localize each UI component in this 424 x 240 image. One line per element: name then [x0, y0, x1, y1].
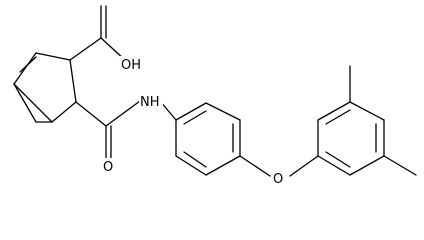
phenyl-inner-bond-1 — [183, 110, 207, 125]
phenylene-ring — [175, 102, 241, 176]
ring-bond-6 — [13, 83, 37, 123]
structure-diagram: OH NH O O — [13, 5, 417, 187]
amide-nitrogen-bond — [105, 100, 141, 127]
carboxylic-acid-group — [69, 5, 126, 61]
aryl-bond-6 — [317, 155, 351, 176]
amide-bond — [75, 101, 107, 127]
amide-nitrogen-label-bg — [139, 92, 163, 108]
ring-bond-1 — [35, 52, 71, 61]
acid-bond — [69, 37, 102, 61]
ether-bond-2 — [289, 155, 319, 177]
dimethylphenyl-ring — [317, 101, 385, 176]
methyl-bond-right — [383, 155, 417, 176]
hydroxyl-label-bg — [120, 56, 144, 72]
ether-oxygen-label-bg — [272, 170, 286, 186]
ring-bond-4 — [13, 83, 53, 123]
ring-double-bond — [19, 56, 37, 73]
methyl-groups — [349, 65, 417, 176]
ether-oxygen-label: O — [273, 172, 283, 187]
ring-bond-2 — [69, 59, 77, 103]
phenyl-bond-2 — [205, 102, 241, 121]
ether-bond-1 — [239, 155, 271, 177]
amide-nitrogen-label: NH — [140, 95, 160, 110]
atom-labels: OH NH O O — [102, 56, 286, 187]
aryl-inner-bond-1 — [325, 109, 351, 125]
amide-oxygen-label: O — [103, 160, 113, 175]
ring-bond-3 — [51, 101, 77, 123]
ring-bond-5 — [13, 52, 37, 85]
aryl-bond-5 — [349, 155, 385, 176]
phenyl-bond-1 — [175, 102, 207, 121]
molecule-drawing: OH NH O O — [13, 5, 417, 187]
aryl-inner-bond-3 — [325, 151, 351, 168]
phenyl-bond-4 — [205, 155, 241, 176]
amide-group — [75, 100, 177, 159]
hydroxyl-label: OH — [121, 58, 141, 73]
aryl-bond-2 — [317, 101, 351, 121]
ether-linkage — [239, 155, 319, 177]
amide-oxygen-label-bg — [102, 158, 116, 174]
aryl-bond-3 — [349, 101, 385, 121]
cyclohexene-ring — [13, 52, 77, 123]
phenyl-inner-bond-3 — [183, 151, 207, 168]
phenyl-bond-5 — [175, 155, 207, 176]
